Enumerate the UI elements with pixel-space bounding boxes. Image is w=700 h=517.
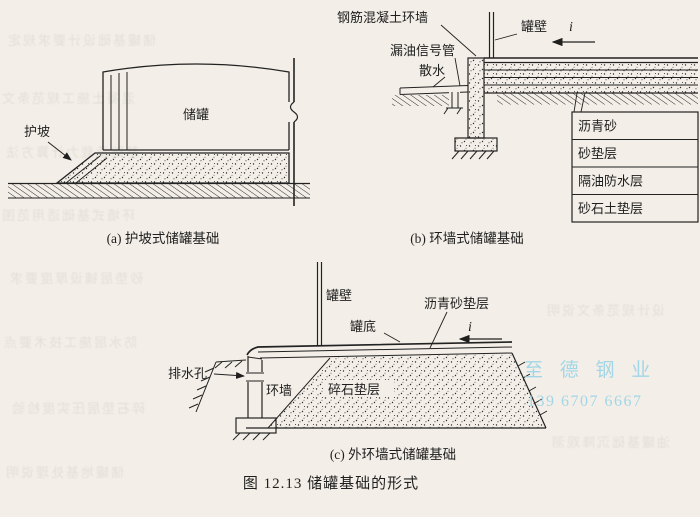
tank-bottom-plate bbox=[246, 341, 513, 356]
footing-ground-ticks bbox=[451, 150, 495, 160]
break-symbol bbox=[289, 101, 299, 123]
pipe-gap bbox=[449, 90, 460, 109]
watermark-phone: 139 6707 6667 bbox=[527, 393, 643, 410]
watermark: 至 德 钢 业 139 6707 6667 bbox=[524, 359, 656, 410]
ground-ticks-left bbox=[188, 360, 243, 409]
ringwall-footing bbox=[454, 137, 498, 152]
rc-ringwall-leader bbox=[440, 24, 477, 57]
diagram-b-ringwall-type-foundation: i 沥青砂 砂垫层 隔油防水层 砂石土垫层 钢筋混凝土环墙 罐壁 漏油信号管 散… bbox=[337, 10, 699, 246]
slope-symbol-i: i bbox=[468, 320, 472, 335]
apron-leader bbox=[432, 76, 446, 88]
diagram-c-outer-ringwall-type-foundation: i 罐壁 沥青砂垫层 罐底 排水孔 环墙 碎石垫层 (c) 外环墙式储罐基础 bbox=[168, 262, 548, 462]
ringwall bbox=[467, 57, 485, 139]
slope-label: 护坡 bbox=[24, 124, 50, 139]
ringwall-footing bbox=[235, 417, 277, 434]
ground-surface-left bbox=[215, 359, 247, 363]
drain-hole-arrow bbox=[213, 371, 245, 379]
signal-pipe-leader bbox=[454, 57, 461, 87]
gravel-cushion-label: 碎石垫层 bbox=[328, 382, 380, 397]
drain-hole-gap bbox=[246, 372, 264, 382]
ground-slope-left bbox=[195, 361, 217, 413]
slope-face-line bbox=[75, 157, 108, 184]
legend-row-asphalt-sand: 沥青砂 bbox=[578, 119, 617, 134]
legend-leader-line bbox=[580, 92, 586, 113]
slope-symbol-i: i bbox=[569, 20, 573, 35]
tank-outline bbox=[102, 63, 290, 150]
tank-label: 储罐 bbox=[183, 107, 209, 122]
figure-caption: 图 12.13 储罐基础的形式 bbox=[243, 475, 419, 492]
legend-leader-line bbox=[573, 92, 578, 113]
foundation-pad bbox=[55, 152, 290, 184]
ground-hatch-right bbox=[497, 93, 698, 105]
caption-c: (c) 外环墙式储罐基础 bbox=[330, 446, 456, 462]
gravel-label-bg bbox=[324, 380, 394, 397]
asphalt-layer-line bbox=[257, 346, 513, 353]
tank-bottom-leader bbox=[383, 332, 401, 343]
ground-hatch-band bbox=[8, 184, 310, 198]
right-slope-ticks bbox=[517, 361, 548, 416]
ringwall-label: 环墙 bbox=[266, 383, 292, 398]
slope-leader-arrow bbox=[47, 141, 72, 161]
tank-bottom-label: 罐底 bbox=[350, 319, 376, 334]
legend-row-sand-gravel: 砂石土垫层 bbox=[578, 201, 643, 216]
ringwall-top bbox=[247, 356, 263, 360]
ground-hatch-left bbox=[392, 95, 454, 106]
signal-pipe-foot bbox=[443, 107, 449, 115]
asphalt-layer-line bbox=[259, 352, 513, 359]
legend-row-oil-barrier: 隔油防水层 bbox=[578, 174, 643, 189]
diagram-a-slope-type-foundation: 储罐 护坡 (a) 护坡式储罐基础 bbox=[8, 58, 310, 246]
watermark-name: 至 德 钢 业 bbox=[524, 359, 656, 381]
gravel-left-slope bbox=[267, 357, 331, 429]
signal-pipe-foot bbox=[456, 107, 462, 115]
asphalt-cushion-leader bbox=[429, 311, 448, 349]
footing-ground-ticks bbox=[232, 432, 271, 441]
rc-ringwall-label: 钢筋混凝土环墙 bbox=[337, 10, 428, 25]
apron-label: 散水 bbox=[419, 63, 445, 78]
gravel-cushion-fill bbox=[268, 353, 546, 428]
signal-pipe-label: 漏油信号管 bbox=[390, 43, 455, 58]
slope-face-line bbox=[65, 155, 101, 184]
legend-row-sand-cushion: 砂垫层 bbox=[578, 146, 617, 161]
drain-hole-label: 排水孔 bbox=[168, 366, 207, 381]
tank-wall-label: 罐壁 bbox=[326, 288, 352, 303]
asphalt-cushion-label: 沥青砂垫层 bbox=[424, 296, 489, 311]
tank-wall-label: 罐壁 bbox=[521, 19, 547, 34]
caption-a: (a) 护坡式储罐基础 bbox=[107, 230, 220, 246]
tank-wall-leader bbox=[494, 33, 518, 41]
caption-b: (b) 环墙式储罐基础 bbox=[410, 230, 524, 246]
